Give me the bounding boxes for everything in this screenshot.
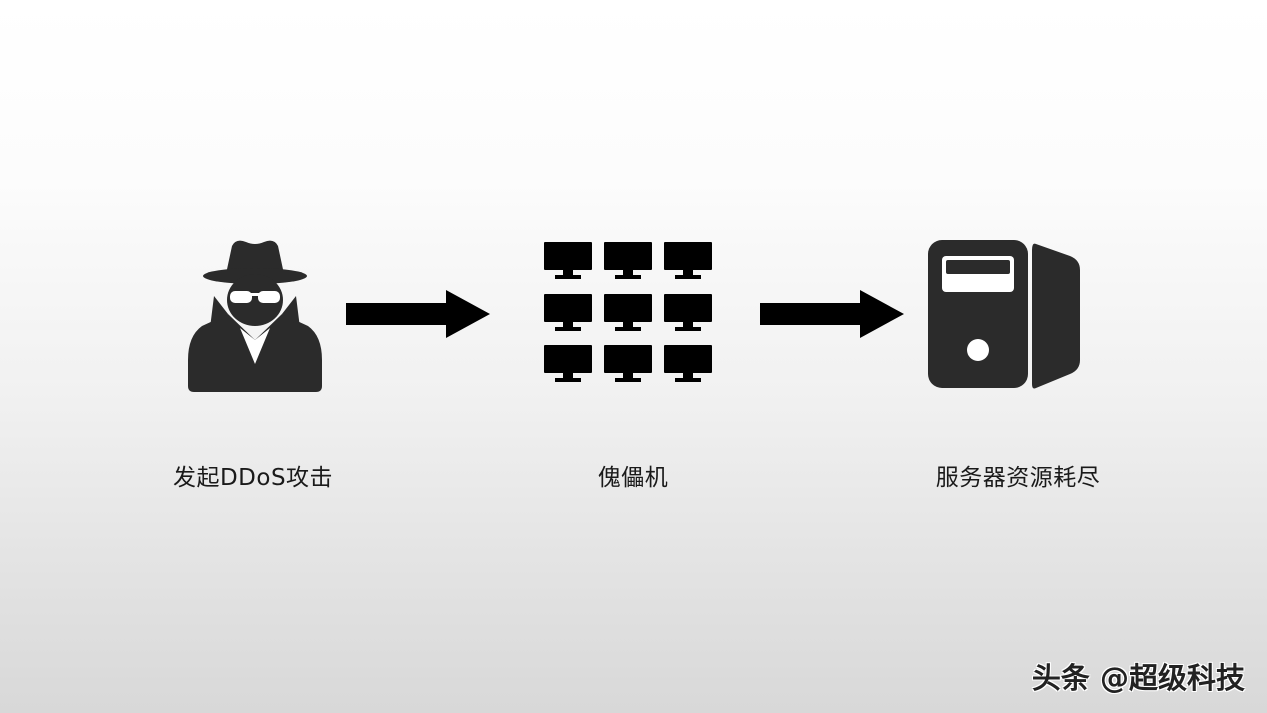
watermark: 头条 @超级科技 (1031, 661, 1245, 695)
step-label-botnet: 傀儡机 (597, 465, 669, 491)
arrow-right-icon (760, 290, 904, 338)
step-label-server: 服务器资源耗尽 (935, 465, 1101, 491)
botnet-icon (544, 242, 712, 382)
arrow-right-icon (346, 290, 490, 338)
step-label-attack: 发起DDoS攻击 (172, 465, 334, 491)
hacker-icon (188, 240, 322, 392)
server-icon (928, 240, 1080, 389)
